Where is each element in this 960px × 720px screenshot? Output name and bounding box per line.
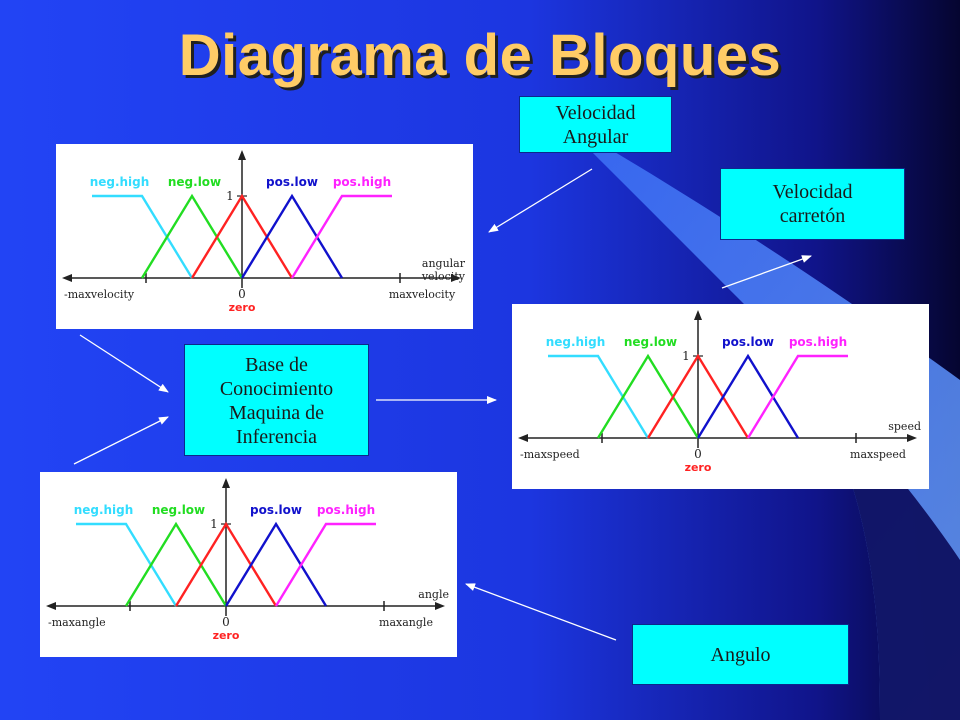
max-label: maxspeed <box>850 448 906 461</box>
pos-high-curve <box>274 522 376 607</box>
angulo-box: Angulo <box>632 624 849 685</box>
pos-high-label: pos.high <box>317 503 375 517</box>
zero-word-label: zero <box>229 301 256 314</box>
neg-low-label: neg.low <box>624 335 677 349</box>
pos-low-label: pos.low <box>250 503 302 517</box>
x-axis-arrowhead <box>907 434 917 442</box>
one-label: 1 <box>682 349 690 363</box>
zero-word-label: zero <box>685 461 712 474</box>
max-label: maxangle <box>379 616 433 629</box>
velocidad-angular-box: Velocidad Angular <box>519 96 672 153</box>
zero-curve <box>190 193 294 279</box>
pos-low-curve <box>224 521 328 607</box>
zero-curve <box>174 521 278 607</box>
x-axis-left-arrowhead <box>518 434 528 442</box>
axis-label: angular <box>422 257 466 270</box>
min-label: -maxspeed <box>520 448 580 461</box>
slide-title: Diagrama de Bloques <box>178 23 782 88</box>
zero-curve <box>646 353 750 439</box>
zero-word-label: zero <box>213 629 240 642</box>
one-label: 1 <box>226 189 234 203</box>
axis-label: angle <box>418 588 449 601</box>
min-label: -maxvelocity <box>64 288 135 301</box>
neg-high-label: neg.high <box>546 335 606 349</box>
pos-high-curve <box>746 354 848 439</box>
y-axis-arrowhead <box>694 310 702 320</box>
pos-high-label: pos.high <box>789 335 847 349</box>
axis-label: speed <box>888 420 921 433</box>
neg-high-curve <box>92 194 194 279</box>
zero-value-label: 0 <box>222 615 230 629</box>
neg-low-curve <box>596 353 700 439</box>
zero-value-label: 0 <box>238 287 246 301</box>
x-axis-arrowhead <box>451 274 461 282</box>
axis-label: velocity <box>421 270 466 283</box>
pos-high-label: pos.high <box>333 175 391 189</box>
one-label: 1 <box>210 517 218 531</box>
neg-high-curve <box>76 522 178 607</box>
neg-low-curve <box>140 193 244 279</box>
neg-low-label: neg.low <box>152 503 205 517</box>
neg-low-label: neg.low <box>168 175 221 189</box>
min-label: -maxangle <box>48 616 106 629</box>
max-label: maxvelocity <box>389 288 456 301</box>
zero-value-label: 0 <box>694 447 702 461</box>
x-axis-left-arrowhead <box>46 602 56 610</box>
pos-low-label: pos.low <box>266 175 318 189</box>
neg-high-label: neg.high <box>74 503 134 517</box>
x-axis-arrowhead <box>435 602 445 610</box>
neg-high-curve <box>548 354 650 439</box>
pos-low-curve <box>240 193 344 279</box>
pos-high-curve <box>290 194 392 279</box>
x-axis-left-arrowhead <box>62 274 72 282</box>
pos-low-curve <box>696 353 800 439</box>
base-conocimiento-box: Base de Conocimiento Maquina de Inferenc… <box>184 344 369 456</box>
neg-low-curve <box>124 521 228 607</box>
velocidad-carreton-box: Velocidad carretón <box>720 168 905 240</box>
y-axis-arrowhead <box>222 478 230 488</box>
pos-low-label: pos.low <box>722 335 774 349</box>
neg-high-label: neg.high <box>90 175 150 189</box>
y-axis-arrowhead <box>238 150 246 160</box>
